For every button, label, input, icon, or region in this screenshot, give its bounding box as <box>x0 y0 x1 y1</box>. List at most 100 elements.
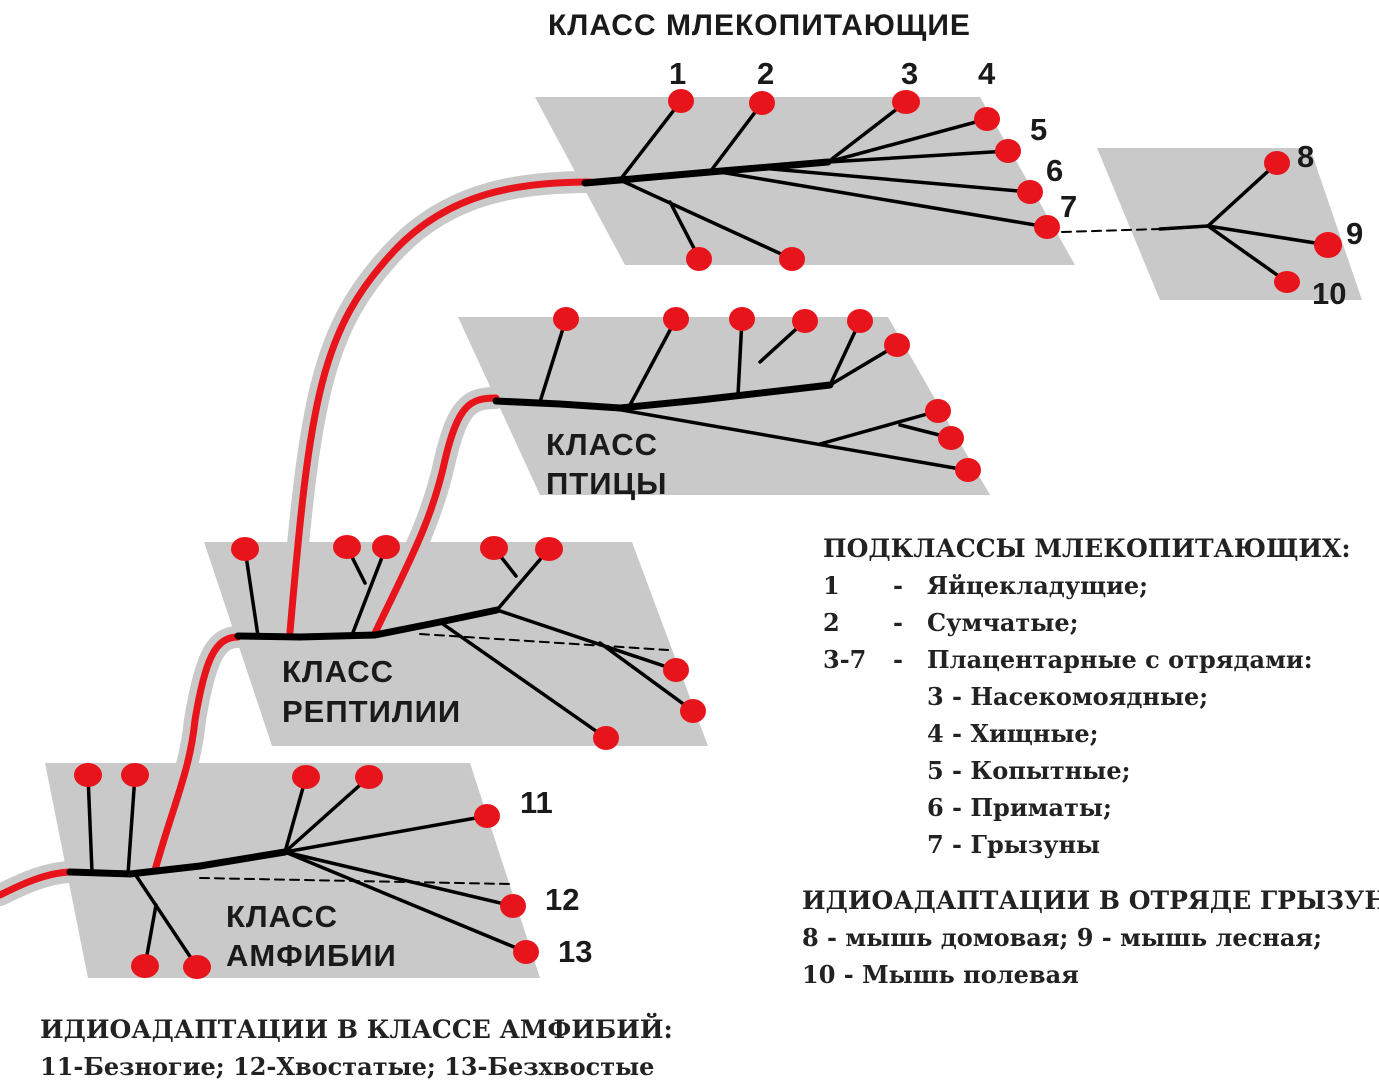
leaf-node <box>680 699 706 723</box>
branch <box>826 100 908 164</box>
leaf-node <box>292 765 320 789</box>
leaf-node <box>1274 271 1300 293</box>
mammal-subclasses-legend: ПОДКЛАССЫ МЛЕКОПИТАЮЩИХ: 1-Яйцекладущие;… <box>823 530 1351 863</box>
leaf-node <box>513 940 539 964</box>
mammals-plane <box>535 97 1075 265</box>
leaf-node <box>535 537 563 561</box>
legend-text: Яйцекладущие; <box>927 571 1149 600</box>
leaf-node <box>355 765 383 789</box>
branch <box>1158 224 1210 231</box>
leaf-number-7: 7 <box>1060 189 1077 224</box>
rodent-line: 10 - Мышь полевая <box>802 960 1079 989</box>
branch <box>618 99 683 182</box>
legend-code: 3-7 <box>823 645 867 674</box>
class-label-reptiles-1: КЛАСС <box>282 654 394 689</box>
leaf-node <box>372 535 400 559</box>
leaf-node <box>686 247 712 271</box>
legend-dash: - <box>893 608 903 637</box>
leaf-number-3: 3 <box>901 56 918 91</box>
leaf-number-1: 1 <box>669 56 686 91</box>
branch <box>495 547 551 612</box>
legend-order: 5 - Копытные; <box>823 752 1351 789</box>
trunk-to-mammals <box>286 178 594 636</box>
leaf-number-4: 4 <box>978 56 996 91</box>
leaf-node <box>231 537 259 561</box>
class-label-amphibians-1: КЛАСС <box>226 899 338 934</box>
leaf-node <box>749 91 775 115</box>
leaf-node <box>892 90 920 114</box>
order-text: 3 - Насекомоядные; <box>927 682 1209 711</box>
leaf-node <box>792 309 818 333</box>
branch <box>826 149 1010 164</box>
leaf-node <box>955 458 981 482</box>
legend-row: 1-Яйцекладущие; <box>823 567 1351 604</box>
branch <box>1206 161 1279 228</box>
rodents-plane <box>1097 148 1362 300</box>
leaf-number-12: 12 <box>545 882 579 917</box>
branch <box>283 814 489 854</box>
branches <box>66 99 1330 969</box>
leaf-node <box>779 247 805 271</box>
legend-text: Плацентарные с отрядами: <box>927 645 1313 674</box>
leaf-node <box>1017 180 1043 204</box>
leaf-node <box>884 333 910 357</box>
leaf-nodes <box>74 89 1342 979</box>
rodent-adaptations-legend: ИДИОАДАПТАЦИИ В ОТРЯДЕ ГРЫЗУНОВ: 8 - мыш… <box>802 882 1379 993</box>
legend-order: 7 - Грызуны <box>823 826 1351 863</box>
class-label-birds-1: КЛАСС <box>546 427 658 462</box>
leaf-node <box>995 139 1021 163</box>
leaf-node <box>480 536 508 560</box>
branch <box>86 773 94 874</box>
branch <box>826 117 989 164</box>
branch <box>736 317 744 397</box>
class-label-reptiles-2: РЕПТИЛИИ <box>282 694 461 729</box>
branch <box>828 343 899 387</box>
class-label-birds-2: ПТИЦЫ <box>546 466 668 501</box>
leaf-number-9: 9 <box>1346 216 1363 251</box>
leaf-number-5: 5 <box>1030 112 1047 147</box>
diagram-title: КЛАСС МЛЕКОПИТАЮЩИЕ <box>548 9 971 42</box>
leaf-node <box>974 107 1000 131</box>
branch <box>1206 224 1289 284</box>
branch <box>283 850 528 954</box>
leaf-node <box>553 307 579 331</box>
branch <box>628 317 678 407</box>
branch-dashed <box>199 877 511 885</box>
branch <box>495 608 678 672</box>
leaf-node <box>74 763 102 787</box>
rodent-line: 8 - мышь домовая; 9 - мышь лесная; <box>802 923 1322 952</box>
trunk-base <box>0 868 74 899</box>
branch-reptiles-main <box>234 606 501 641</box>
leaf-node <box>668 89 694 113</box>
rodent-adaptations-heading: ИДИОАДАПТАЦИИ В ОТРЯДЕ ГРЫЗУНОВ: <box>802 886 1379 915</box>
branch <box>243 547 260 638</box>
leaf-node <box>938 426 964 450</box>
amphibian-adaptations-heading: ИДИОАДАПТАЦИИ В КЛАССЕ АМФИБИЙ: <box>40 1015 673 1044</box>
branch <box>538 317 568 404</box>
branch <box>438 620 608 740</box>
leaf-number-11: 11 <box>520 785 553 820</box>
leaf-node <box>593 726 619 750</box>
branch <box>350 545 388 637</box>
branch <box>758 166 1032 194</box>
trunk-to-reptiles <box>151 633 242 874</box>
leaf-node <box>183 955 211 979</box>
leaf-node <box>663 658 689 682</box>
order-text: 6 - Приматы; <box>927 793 1112 822</box>
legend-code: 2 <box>823 608 840 637</box>
branch <box>283 775 308 854</box>
legend-order: 4 - Хищные; <box>823 715 1351 752</box>
branch <box>718 170 1049 229</box>
leaf-number-6: 6 <box>1046 153 1063 188</box>
leaf-node <box>333 535 361 559</box>
branch <box>818 409 940 446</box>
amphibian-adaptations-legend: ИДИОАДАПТАЦИИ В КЛАССЕ АМФИБИЙ: 11-Безно… <box>40 1011 673 1083</box>
branch <box>126 773 137 876</box>
leaf-node <box>1314 232 1342 258</box>
trunk-to-birds <box>371 394 500 637</box>
leaf-number-2: 2 <box>757 56 774 91</box>
branch <box>133 872 199 969</box>
legend-row: 3-7-Плацентарные с отрядами: <box>823 641 1351 678</box>
class-label-amphibians-2: АМФИБИИ <box>226 938 397 973</box>
